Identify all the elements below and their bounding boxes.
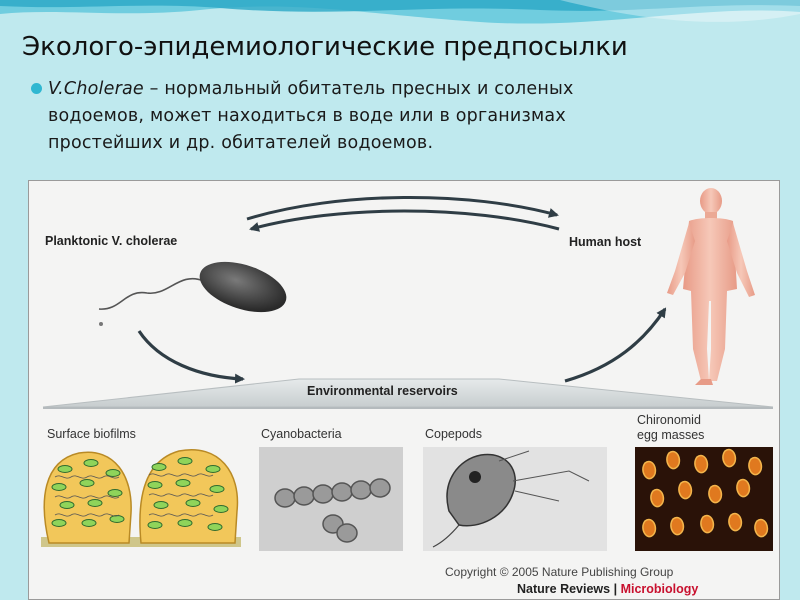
copyright-notice: Copyright © 2005 Nature Publishing Group bbox=[445, 565, 674, 579]
slide-title: Эколого-эпидемиологические предпосылки bbox=[22, 32, 628, 62]
vibrio-cell bbox=[199, 261, 287, 313]
credit-separator: | bbox=[610, 582, 621, 596]
label-copepods: Copepods bbox=[425, 427, 482, 441]
bullet-lead: V.Cholerae bbox=[48, 79, 144, 99]
bullet-text: V.Cholerae – нормальный обитатель пресны… bbox=[31, 76, 748, 157]
bullet-dot-icon bbox=[31, 83, 42, 94]
flagellum bbox=[98, 278, 205, 310]
arrow-to-reservoirs bbox=[137, 330, 245, 384]
bullet-line1: – нормальный обитатель пресных и соленых bbox=[143, 79, 574, 99]
label-environmental-reservoirs: Environmental reservoirs bbox=[307, 384, 458, 398]
cholera-cycle-figure: Planktonic V. cholerae Human host Enviro… bbox=[28, 180, 780, 600]
label-planktonic: Planktonic V. cholerae bbox=[45, 234, 178, 248]
bullet-line3: простейших и др. обитателей водоемов. bbox=[48, 133, 434, 153]
human-host-figure bbox=[667, 188, 755, 385]
label-human-host: Human host bbox=[569, 235, 642, 249]
bullet-line2: водоемов, может находиться в воде или в … bbox=[48, 106, 566, 126]
cyanobacteria-photo bbox=[259, 447, 403, 551]
copepod-photo bbox=[423, 447, 607, 551]
arrow-reservoir-to-host bbox=[564, 307, 667, 383]
label-surface-biofilms: Surface biofilms bbox=[47, 427, 136, 441]
arrow-to-host bbox=[246, 196, 559, 221]
journal-credit: Nature Reviews | Microbiology bbox=[517, 582, 698, 596]
biofilm-illustration bbox=[41, 448, 241, 547]
credit-section: Microbiology bbox=[620, 582, 699, 596]
header-wave-decoration bbox=[0, 0, 800, 24]
chironomid-photo bbox=[635, 447, 773, 551]
credit-journal: Nature Reviews bbox=[517, 582, 611, 596]
label-egg-masses: egg masses bbox=[637, 428, 705, 442]
arrow-to-plankton bbox=[249, 209, 560, 232]
label-chironomid: Chironomid bbox=[637, 413, 701, 427]
figure-drawing bbox=[41, 188, 774, 551]
label-cyanobacteria: Cyanobacteria bbox=[261, 427, 342, 441]
